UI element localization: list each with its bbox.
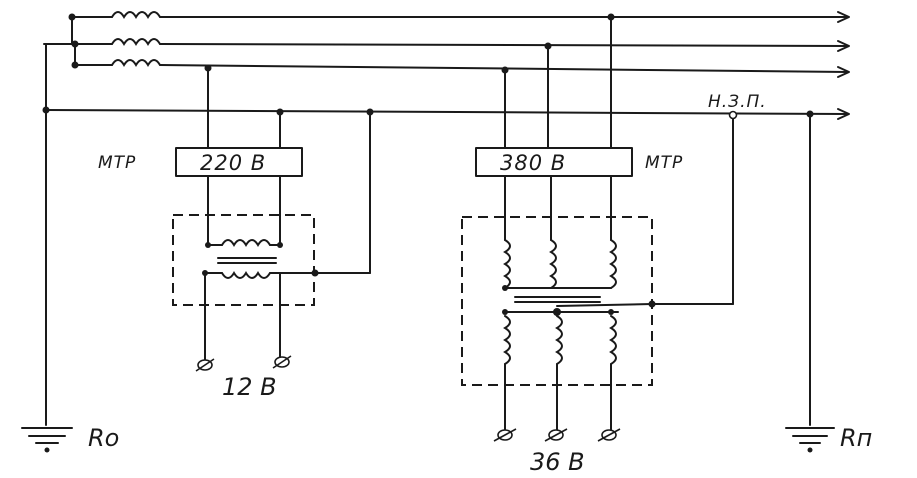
mtr-label-right: МТР [645,153,683,173]
ground-label-rp: Rп [840,424,872,452]
output-label-12v: 12 В [222,373,277,401]
terminal-left-2[interactable] [272,355,292,369]
supply-buses [42,11,850,426]
transformer-220v [172,64,374,372]
terminal-left-1[interactable] [195,358,215,372]
box-380v [475,147,633,177]
voltage-label-220: 220 В [200,151,266,175]
terminal-right-2[interactable] [544,428,568,442]
transformer-380v [461,13,738,442]
ground-symbol-left [21,427,73,453]
mtr-label-left: МТР [98,153,136,173]
box-220v [175,147,303,177]
terminal-right-3[interactable] [597,428,621,442]
voltage-label-380: 380 В [500,151,566,175]
terminal-right-1[interactable] [493,428,517,442]
ground-symbol-right [785,427,835,453]
enclosure-left [172,214,315,306]
ground-label-ro: Ro [88,424,119,452]
output-label-36v: 36 В [530,448,585,476]
nzp-label: Н.З.П. [708,92,767,112]
